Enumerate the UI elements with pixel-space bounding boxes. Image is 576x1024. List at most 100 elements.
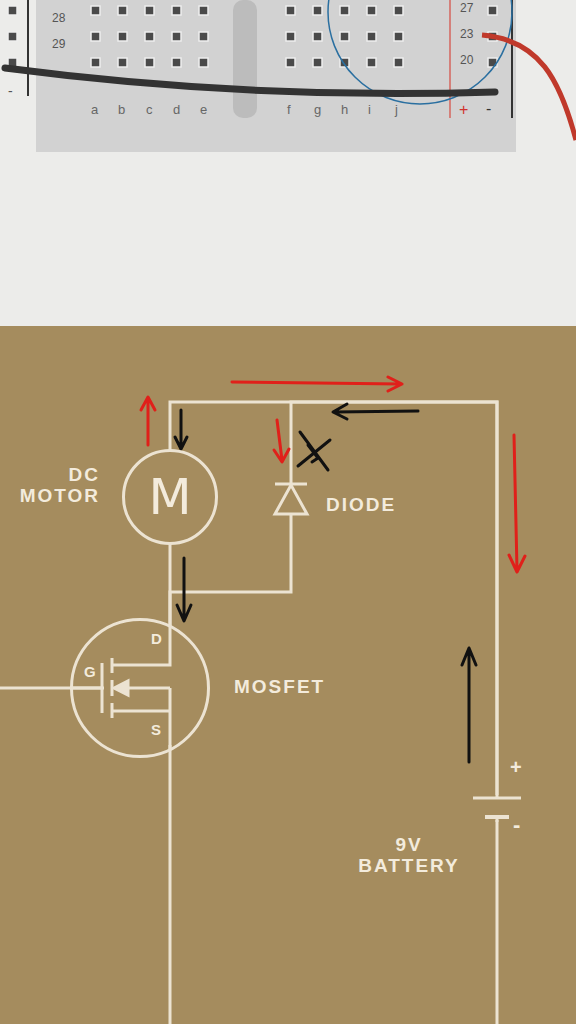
breadboard-label: a — [91, 103, 98, 117]
breadboard-hole — [313, 6, 322, 15]
breadboard-label: - — [8, 84, 13, 99]
breadboard-hole — [488, 6, 497, 15]
breadboard-label: 27 — [460, 2, 473, 15]
breadboard-label: e — [200, 103, 207, 117]
breadboard-hole — [367, 58, 376, 67]
rail-line — [449, 0, 451, 118]
wire — [170, 402, 497, 795]
component-label: MOSFET — [234, 677, 325, 698]
breadboard-label: + — [459, 101, 468, 119]
diode-triangle — [275, 485, 307, 514]
breadboard-hole — [118, 32, 127, 41]
breadboard-hole — [118, 6, 127, 15]
breadboard-hole — [8, 6, 17, 15]
breadboard-label: - — [486, 100, 491, 118]
pin-label: - — [513, 813, 520, 837]
mosfet-symbol — [70, 618, 210, 758]
breadboard-hole — [91, 32, 100, 41]
breadboard-hole — [286, 32, 295, 41]
component-label: 9V BATTERY — [347, 835, 471, 877]
symbol-letter: M — [148, 470, 191, 525]
red-arrow — [509, 435, 525, 572]
breadboard-hole — [199, 32, 208, 41]
wire — [291, 402, 497, 795]
red-arrow — [274, 420, 289, 462]
breadboard-hole — [172, 32, 181, 41]
cross-mark — [298, 432, 330, 470]
breadboard-hole — [394, 6, 403, 15]
breadboard-photo — [36, 0, 516, 152]
battery-short-plate — [485, 815, 509, 819]
mosfet-internals — [70, 626, 170, 749]
breadboard-hole — [340, 32, 349, 41]
breadboard-hole — [91, 6, 100, 15]
breadboard-hole — [172, 58, 181, 67]
black-arrow — [177, 558, 191, 621]
mosfet-symbol: MOSFET — [70, 618, 210, 758]
breadboard-hole — [313, 32, 322, 41]
rail-line — [27, 0, 29, 96]
breadboard-hole — [145, 58, 154, 67]
pin-label: D — [151, 631, 162, 648]
red-jumper-wire — [482, 35, 576, 140]
wire — [170, 518, 291, 626]
breadboard-label: 28 — [52, 12, 65, 25]
breadboard-hole — [340, 6, 349, 15]
component-label: DIODE — [326, 495, 396, 516]
red-current-arrows — [141, 377, 525, 572]
diode-symbol — [273, 478, 309, 518]
breadboard-groove — [233, 0, 257, 118]
breadboard-hole — [118, 58, 127, 67]
pin-label: S — [151, 722, 161, 739]
red-arrow — [141, 397, 155, 445]
breadboard-hole — [199, 58, 208, 67]
breadboard-label: h — [341, 103, 348, 117]
black-arrow — [333, 404, 418, 419]
breadboard-hole — [367, 32, 376, 41]
black-current-arrows — [175, 404, 476, 762]
breadboard-hole — [367, 6, 376, 15]
battery-negative-wire — [496, 820, 499, 1024]
black-arrow — [462, 648, 476, 762]
breadboard-label: d — [173, 103, 180, 117]
breadboard-hole — [394, 58, 403, 67]
breadboard-hole — [286, 58, 295, 67]
motor-symbol: DC MOTORM — [122, 449, 218, 545]
breadboard-hole — [8, 32, 17, 41]
black-arrow — [175, 410, 187, 449]
breadboard-label: f — [287, 103, 291, 117]
breadboard-label: 29 — [52, 38, 65, 51]
schematic-panel — [0, 326, 576, 1024]
breadboard-hole — [172, 6, 181, 15]
breadboard-hole — [199, 6, 208, 15]
breadboard-holes — [8, 6, 497, 67]
pin-label: + — [510, 756, 522, 778]
diode-symbol: DIODE — [273, 478, 309, 518]
breadboard-hole — [145, 32, 154, 41]
breadboard-label: 23 — [460, 28, 473, 41]
breadboard-label: j — [395, 103, 398, 117]
diode-bar — [275, 478, 307, 518]
motor-circle — [124, 451, 217, 544]
red-arrow — [232, 377, 402, 391]
component-label: DC MOTOR — [0, 465, 100, 507]
source-wire — [169, 745, 172, 1024]
pin-label: G — [84, 664, 96, 681]
breadboard-hole — [286, 6, 295, 15]
highlight-circle — [328, 0, 512, 104]
breadboard-label: i — [368, 103, 371, 117]
breadboard-hole — [394, 32, 403, 41]
breadboard-hole — [91, 58, 100, 67]
breadboard-label: c — [146, 103, 153, 117]
breadboard-label: 20 — [460, 54, 473, 67]
mosfet-arrow — [114, 681, 128, 695]
breadboard-hole — [145, 6, 154, 15]
breadboard-hole — [313, 58, 322, 67]
